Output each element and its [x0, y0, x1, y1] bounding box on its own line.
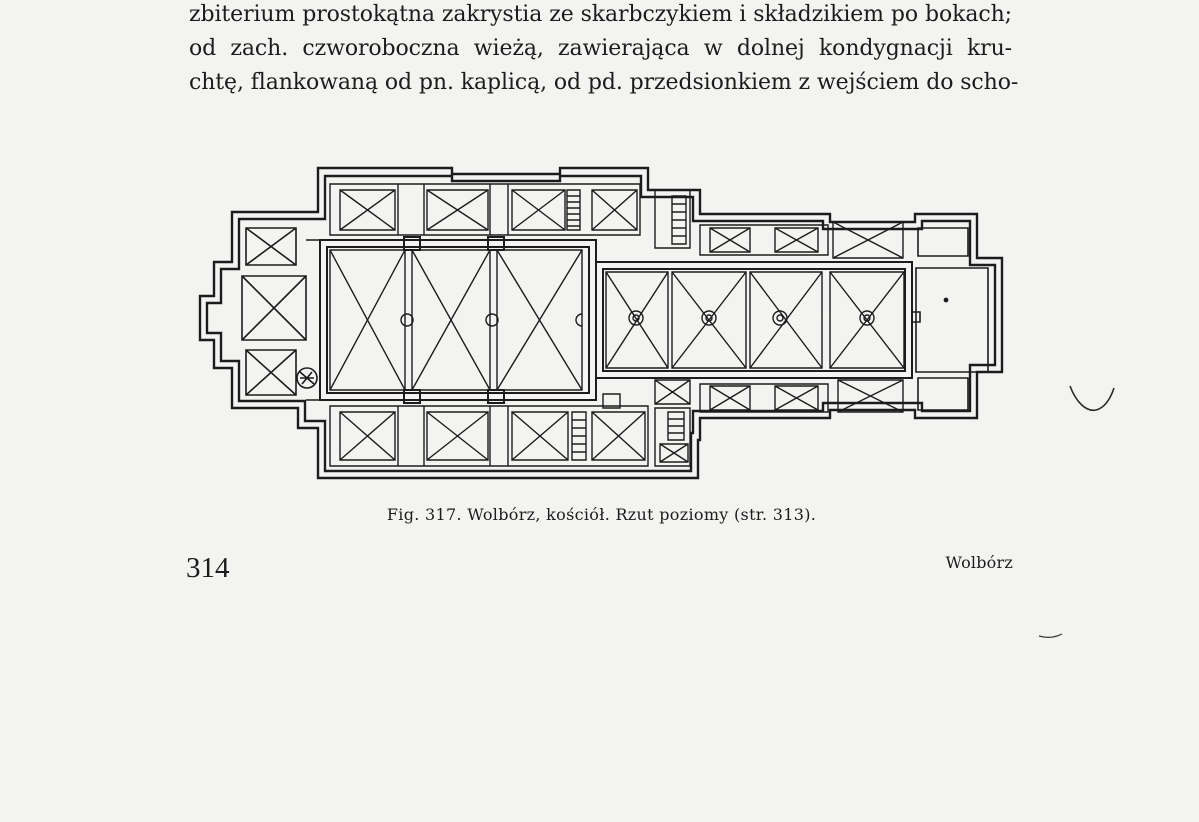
nave-bays [329, 249, 583, 391]
presbytery-bays [605, 271, 905, 369]
outer-wall [198, 166, 1004, 480]
west-tower [241, 227, 320, 401]
pencil-check-mark [1069, 385, 1115, 411]
pencil-dash-mark [1038, 633, 1063, 638]
north-aisle [329, 183, 641, 236]
presbytery [595, 261, 913, 379]
church-floor-plan [198, 166, 1004, 480]
nave [319, 236, 597, 404]
stair-rooms [602, 189, 691, 467]
north-side-rooms [699, 221, 904, 259]
south-side-rooms [654, 379, 904, 413]
page-number: 314 [186, 552, 230, 584]
text-line: chtę, flankowaną od pn. kaplicą, od pd. … [189, 70, 1019, 95]
figure-caption: Fig. 317. Wolbórz, kościół. Rzut poziomy… [386, 505, 817, 524]
body-text: zbiterium prostokątna zakrystia ze skarb… [189, 0, 1019, 100]
text-line: od zach. czworoboczna wieżą, zawierająca… [189, 36, 1012, 61]
sacristy [911, 227, 989, 411]
text-line: zbiterium prostokątna zakrystia ze skarb… [189, 2, 1012, 27]
south-aisle [329, 405, 649, 467]
running-head: Wolbórz [945, 553, 1013, 572]
